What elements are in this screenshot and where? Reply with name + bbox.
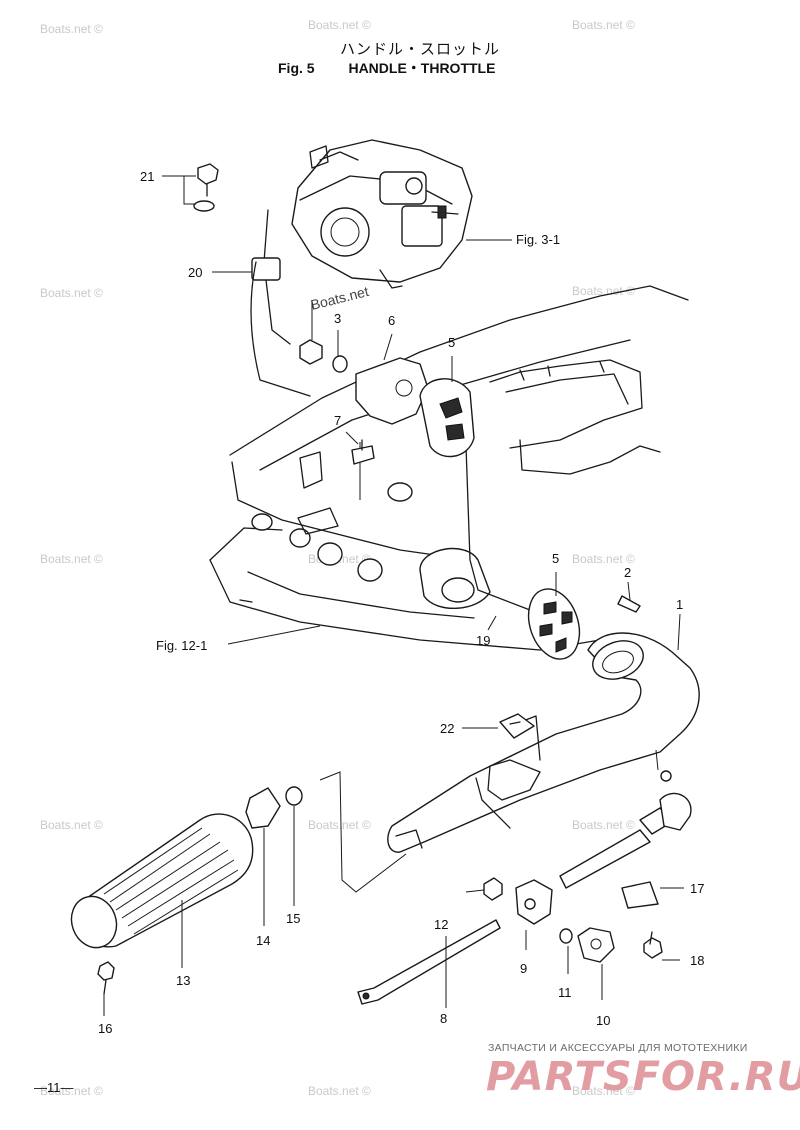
callout-5: 5 xyxy=(448,335,456,350)
watermark: Boats.net © xyxy=(40,1084,103,1098)
callout-15: 15 xyxy=(286,911,301,926)
callout-6: 6 xyxy=(388,313,396,328)
plate xyxy=(499,713,535,739)
callout-17: 17 xyxy=(690,881,705,896)
watermark: Boats.net © xyxy=(40,818,103,832)
throttle-cam-lower xyxy=(527,588,581,660)
callout-19: 19 xyxy=(476,633,491,648)
brand-tagline: ЗАПЧАСТИ И АКСЕССУАРЫ ДЛЯ МОТОТЕХНИКИ xyxy=(488,1042,748,1054)
watermark: Boats.net © xyxy=(308,1084,371,1098)
callout-11: 11 xyxy=(558,985,572,1000)
watermark: Boats.net © xyxy=(572,552,635,566)
lower-cowling xyxy=(209,285,689,651)
callout-22: 22 xyxy=(440,721,455,736)
watermark: Boats.net © xyxy=(572,18,635,32)
callout-12: 12 xyxy=(434,917,449,932)
figure-number: Fig. 5 xyxy=(278,60,315,76)
watermark: Boats.net © xyxy=(40,22,103,36)
watermark: Boats.net © xyxy=(572,818,635,832)
page-title: Fig. 5 HANDLE・THROTTLE xyxy=(278,58,495,78)
watermark: Boats.net © xyxy=(572,1084,635,1098)
throttle-cam-parts xyxy=(299,339,475,465)
callout-5: 5 xyxy=(552,551,560,566)
callout-9: 9 xyxy=(520,961,528,976)
brand-logo: PARTSFOR.RU xyxy=(486,1054,800,1100)
throttle-grip xyxy=(70,786,303,995)
callout-8: 8 xyxy=(440,1011,448,1026)
callout-16: 16 xyxy=(98,1021,113,1036)
callout-10: 10 xyxy=(596,1013,611,1028)
throttle-shaft-parts xyxy=(559,770,692,959)
page-title-jp: ハンドル・スロットル xyxy=(340,40,501,58)
callout-1: 1 xyxy=(676,597,684,612)
callout-20: 20 xyxy=(188,265,203,280)
tiller-handle xyxy=(387,632,700,853)
watermark: Boats.net © xyxy=(308,818,371,832)
callout-21: 21 xyxy=(140,169,155,184)
callout-3: 3 xyxy=(334,311,342,326)
fig-ref-3-1: Fig. 3-1 xyxy=(516,232,561,247)
bolt xyxy=(193,163,219,212)
friction-rod xyxy=(357,919,501,1005)
throttle-cable xyxy=(250,209,531,611)
watermark: Boats.net © xyxy=(40,286,103,300)
stud xyxy=(617,595,641,613)
leader-lines xyxy=(103,175,684,1016)
callout-7: 7 xyxy=(334,413,342,428)
friction-parts xyxy=(483,877,615,963)
figure-title: HANDLE・THROTTLE xyxy=(348,60,496,76)
carburetor-assembly xyxy=(291,139,473,289)
watermark: Boats.net © xyxy=(308,18,371,32)
page-number: —11— xyxy=(34,1080,74,1095)
callout-13: 13 xyxy=(176,973,191,988)
watermark: Boats.net © xyxy=(572,284,635,298)
watermark: Boats.net © xyxy=(40,552,103,566)
fig-ref-12-1: Fig. 12-1 xyxy=(156,638,208,653)
callout-2: 2 xyxy=(624,565,632,580)
callout-14: 14 xyxy=(256,933,271,948)
callout-18: 18 xyxy=(690,953,705,968)
